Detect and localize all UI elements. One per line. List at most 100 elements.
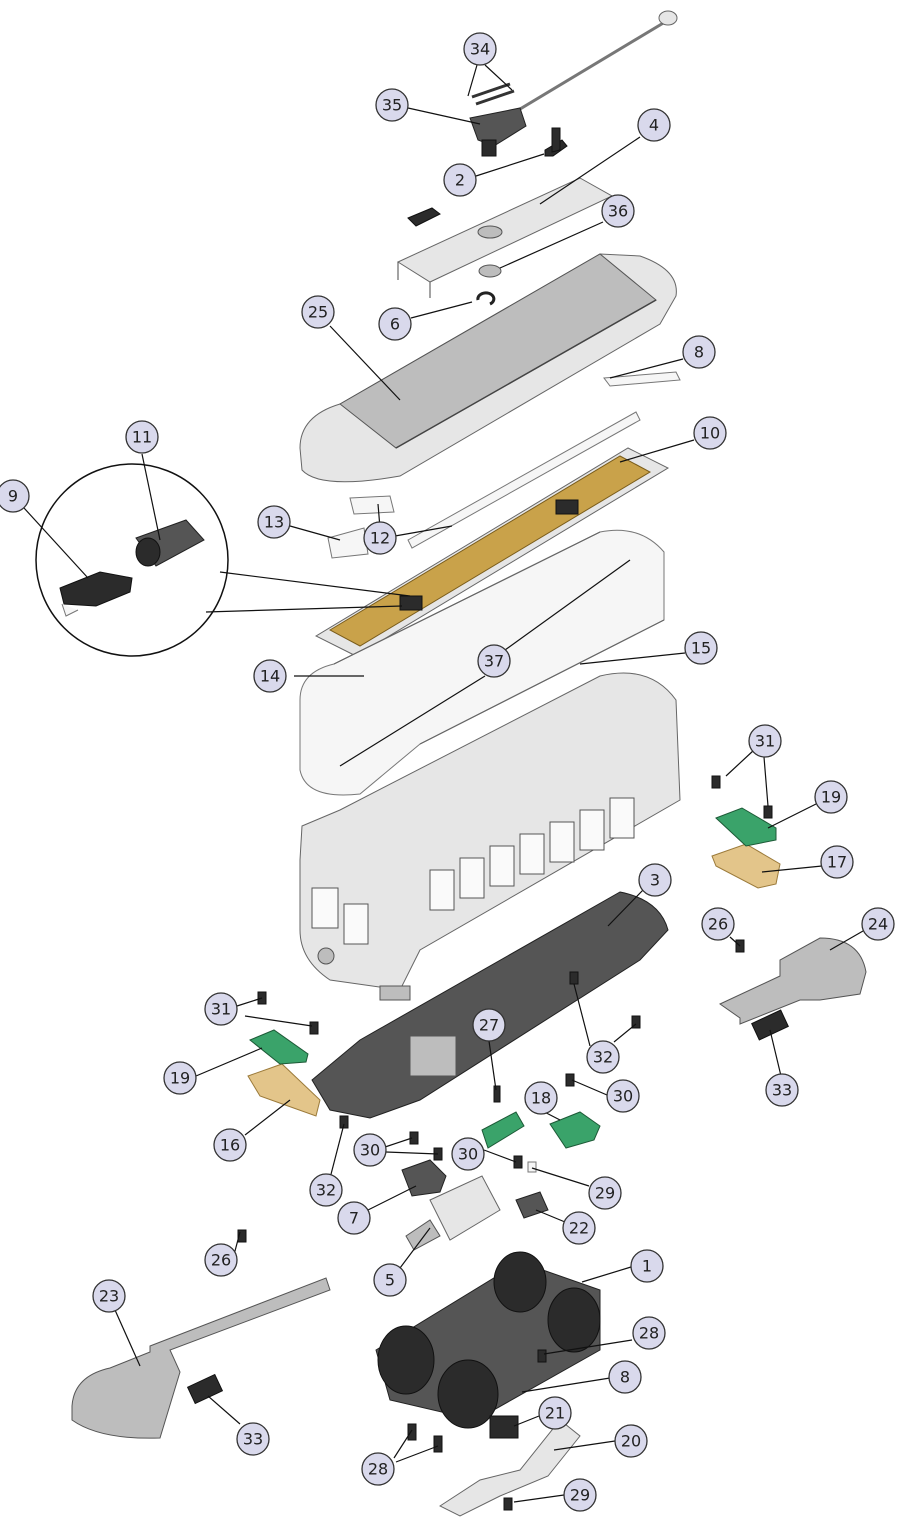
- svg-text:3: 3: [650, 871, 660, 890]
- callout-34: 34: [463, 32, 497, 66]
- end-platform-24: [719, 937, 867, 1025]
- callout-15: 15: [684, 631, 718, 665]
- end-platform-23: [71, 1277, 331, 1439]
- callout-27: 27: [472, 1008, 506, 1042]
- svg-text:14: 14: [260, 667, 280, 686]
- callout-2: 2: [443, 163, 477, 197]
- callout-32-right: 32: [586, 1040, 620, 1074]
- weight-plate: [314, 447, 670, 657]
- callout-19-left: 19: [163, 1061, 197, 1095]
- circuit-board-27: [481, 1111, 525, 1149]
- roof-plate: [396, 177, 614, 298]
- callout-8-bottom: 8: [608, 1360, 642, 1394]
- spring-33-left: [186, 1373, 224, 1405]
- callout-30-mid: 30: [451, 1137, 485, 1171]
- callout-35: 35: [375, 88, 409, 122]
- svg-text:32: 32: [593, 1048, 613, 1067]
- callout-30-left: 30: [353, 1133, 387, 1167]
- callout-4: 4: [637, 108, 671, 142]
- svg-text:28: 28: [368, 1460, 388, 1479]
- svg-text:1: 1: [642, 1257, 652, 1276]
- callout-6: 6: [378, 307, 412, 341]
- circuit-board-19-left: [249, 1029, 309, 1065]
- motor-bracket-7: [401, 1159, 447, 1197]
- svg-text:28: 28: [639, 1324, 659, 1343]
- callout-18: 18: [524, 1081, 558, 1115]
- callout-37: 37: [477, 644, 511, 678]
- callout-7: 7: [337, 1201, 371, 1235]
- svg-text:31: 31: [211, 1000, 231, 1019]
- svg-text:33: 33: [243, 1430, 263, 1449]
- svg-text:2: 2: [455, 171, 465, 190]
- glazing-strip-13: [327, 527, 369, 559]
- svg-text:22: 22: [569, 1219, 589, 1238]
- svg-text:30: 30: [613, 1087, 633, 1106]
- svg-text:26: 26: [211, 1251, 231, 1270]
- svg-text:15: 15: [691, 639, 711, 658]
- callout-12: 12: [363, 521, 397, 555]
- svg-text:29: 29: [570, 1486, 590, 1505]
- svg-text:7: 7: [349, 1209, 359, 1228]
- svg-text:36: 36: [608, 202, 628, 221]
- svg-text:29: 29: [595, 1184, 615, 1203]
- svg-text:24: 24: [868, 915, 888, 934]
- svg-text:35: 35: [382, 96, 402, 115]
- callout-22: 22: [562, 1211, 596, 1245]
- callout-10: 10: [693, 416, 727, 450]
- trolley-pole-assembly: [469, 10, 678, 157]
- mount-22: [515, 1191, 549, 1219]
- leader-lines: [23, 64, 864, 1503]
- svg-text:11: 11: [132, 428, 152, 447]
- callout-11: 11: [125, 420, 159, 454]
- svg-text:4: 4: [649, 116, 659, 135]
- callout-19-right: 19: [814, 780, 848, 814]
- retaining-clip: [476, 291, 496, 306]
- callout-28-top: 28: [632, 1316, 666, 1350]
- svg-text:37: 37: [484, 652, 504, 671]
- contact-plate-16: [247, 1063, 321, 1117]
- svg-text:9: 9: [8, 487, 18, 506]
- svg-text:18: 18: [531, 1089, 551, 1108]
- glazing-strip-12: [349, 411, 641, 549]
- svg-text:30: 30: [458, 1145, 478, 1164]
- detail-inset: [35, 463, 411, 657]
- circuit-board-19-right: [715, 807, 777, 847]
- callout-36: 36: [601, 194, 635, 228]
- svg-text:27: 27: [479, 1016, 499, 1035]
- callout-24: 24: [861, 907, 895, 941]
- callout-17: 17: [820, 845, 854, 879]
- svg-text:10: 10: [700, 424, 720, 443]
- callout-26-left: 26: [204, 1243, 238, 1277]
- callout-29-top: 29: [588, 1176, 622, 1210]
- callout-29-bottom: 29: [563, 1478, 597, 1512]
- callout-25: 25: [301, 295, 335, 329]
- callout-23: 23: [92, 1279, 126, 1313]
- svg-text:31: 31: [755, 732, 775, 751]
- callout-14: 14: [253, 659, 287, 693]
- callout-33-right: 33: [765, 1073, 799, 1107]
- svg-text:25: 25: [308, 303, 328, 322]
- callout-20: 20: [614, 1424, 648, 1458]
- circuit-board-18: [549, 1111, 601, 1149]
- svg-text:8: 8: [694, 343, 704, 362]
- chassis-frame: [311, 891, 669, 1119]
- svg-text:12: 12: [370, 529, 390, 548]
- svg-text:19: 19: [821, 788, 841, 807]
- svg-text:13: 13: [264, 513, 284, 532]
- callout-31-left: 31: [204, 992, 238, 1026]
- callout-16: 16: [213, 1128, 247, 1162]
- svg-text:21: 21: [545, 1404, 565, 1423]
- power-bogie: [375, 1251, 601, 1429]
- washer: [478, 264, 502, 278]
- roof-shell: [299, 253, 677, 483]
- svg-text:8: 8: [620, 1368, 630, 1387]
- svg-text:33: 33: [772, 1081, 792, 1100]
- svg-text:26: 26: [708, 915, 728, 934]
- callout-9: 9: [0, 479, 30, 513]
- callout-28-bottom: 28: [361, 1452, 395, 1486]
- callout-1: 1: [630, 1249, 664, 1283]
- svg-text:16: 16: [220, 1136, 240, 1155]
- svg-text:5: 5: [385, 1271, 395, 1290]
- callout-31-right: 31: [748, 724, 782, 758]
